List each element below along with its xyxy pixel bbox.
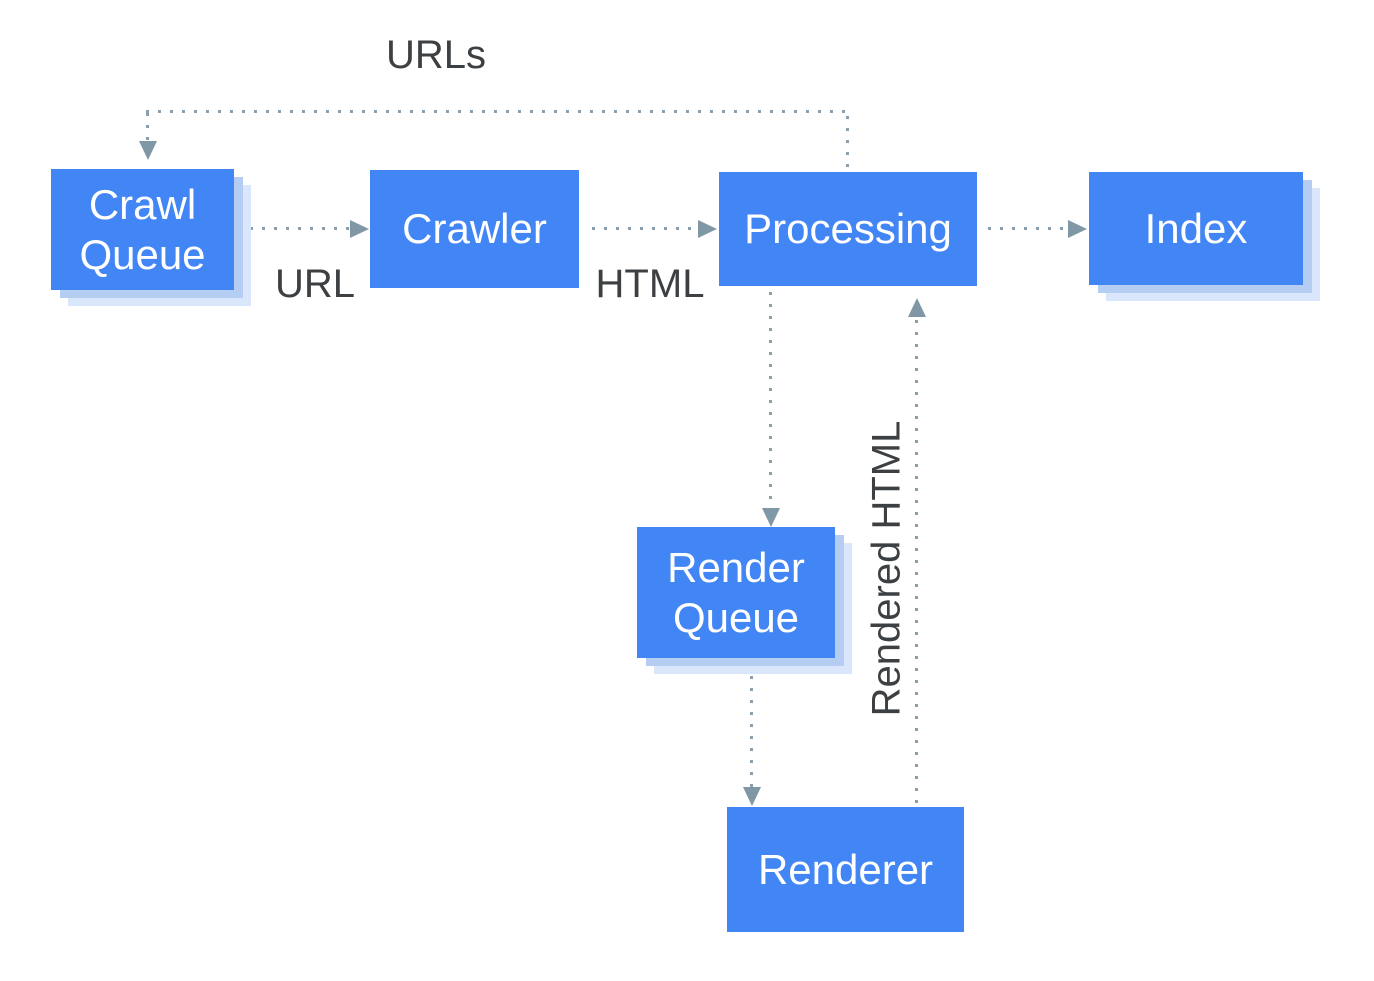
arrowhead-right-icon <box>1068 220 1087 238</box>
edge-segment <box>750 664 753 787</box>
edge-segment-up-from-processing <box>846 116 849 172</box>
node-processing: Processing <box>719 172 977 286</box>
node-crawler: Crawler <box>370 170 579 288</box>
arrowhead-right-icon <box>698 220 717 238</box>
node-label: Index <box>1144 204 1248 252</box>
node-label: Render Queue <box>667 544 805 641</box>
node-label: Crawl Queue <box>79 181 206 278</box>
edge-segment-top-horizontal <box>146 110 849 113</box>
arrowhead-up-icon <box>908 298 926 317</box>
edge-segment-down-to-crawl-queue <box>146 113 149 141</box>
edge-segment <box>915 320 918 805</box>
node-index: Index <box>1089 172 1303 285</box>
arrowhead-right-icon <box>350 220 369 238</box>
edge-label-rendered-html: Rendered HTML <box>864 420 909 717</box>
arrowhead-down-icon <box>762 508 780 527</box>
edge-label-urls: URLs <box>385 33 487 77</box>
edge-label-url: URL <box>274 262 356 306</box>
node-render-queue: Render Queue <box>637 527 835 658</box>
node-renderer: Renderer <box>727 807 964 932</box>
arrowhead-down-icon <box>139 141 157 160</box>
node-label: Renderer <box>757 845 934 893</box>
node-crawl-queue: Crawl Queue <box>51 169 234 290</box>
edge-segment <box>988 227 1068 230</box>
edge-segment <box>769 292 772 508</box>
edge-label-html: HTML <box>595 262 705 306</box>
edge-segment <box>592 227 698 230</box>
arrowhead-down-icon <box>743 787 761 806</box>
node-label: Crawler <box>402 205 547 253</box>
edge-segment <box>250 227 350 230</box>
node-label: Processing <box>744 205 952 253</box>
